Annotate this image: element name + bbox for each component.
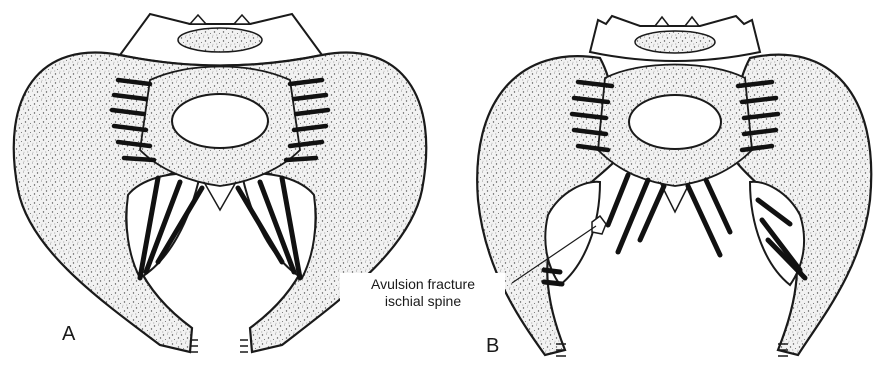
panel-b: B xyxy=(477,16,871,357)
pelvic-inlet-b xyxy=(629,95,721,149)
pelvic-inlet-a xyxy=(172,94,268,148)
annotation: Avulsion fracture ischial spine xyxy=(340,273,505,311)
pubic-stub-right-a xyxy=(240,340,248,352)
annotation-line-1: Avulsion fracture xyxy=(371,276,475,292)
panel-label-a: A xyxy=(62,323,76,345)
ligament-b-5 xyxy=(706,180,730,232)
spinous-process-b2 xyxy=(685,17,699,26)
ligament-b-1 xyxy=(608,175,628,225)
spinous-process-b xyxy=(655,17,669,26)
vertebral-body-top-b xyxy=(635,31,715,53)
ligament-b-10 xyxy=(544,282,562,284)
panel-label-b: B xyxy=(486,335,499,357)
spinous-process-a xyxy=(190,15,206,24)
ligament-b-9 xyxy=(544,270,560,272)
vertebral-body-top-a xyxy=(178,28,262,52)
annotation-line-2: ischial spine xyxy=(385,293,461,309)
spinous-process-a2 xyxy=(234,15,250,24)
